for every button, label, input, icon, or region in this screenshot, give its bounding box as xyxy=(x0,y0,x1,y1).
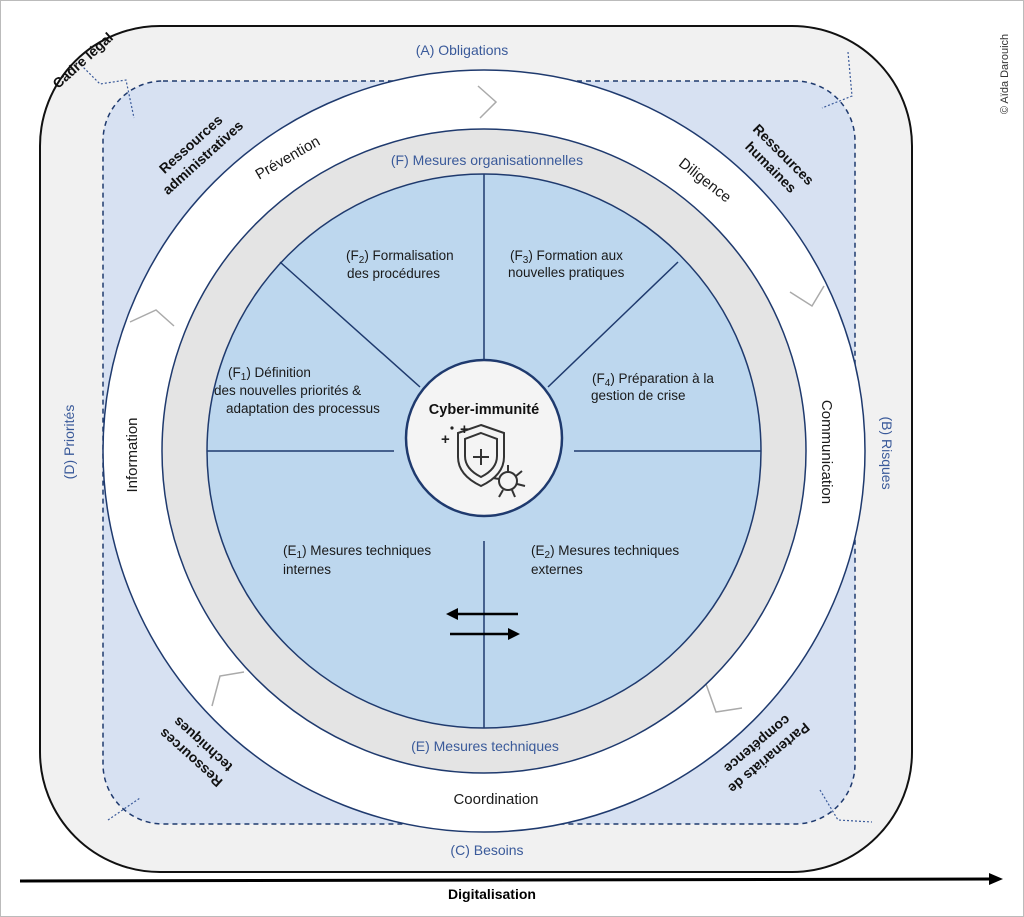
risks-label: (B) Risques xyxy=(879,416,895,489)
divider-top-left xyxy=(279,261,421,388)
sector-f3-line1: nouvelles pratiques xyxy=(508,265,625,280)
sector-e2: (E2) Mesures techniques externes xyxy=(531,543,679,577)
axis-label: Digitalisation xyxy=(448,886,536,902)
chevron-bottom-left xyxy=(211,671,245,707)
virus-spike xyxy=(511,489,516,498)
connector-bottom-left xyxy=(107,797,141,821)
virus-body xyxy=(498,471,518,491)
connector-top-right xyxy=(821,51,853,109)
ring-coordination: Coordination xyxy=(453,791,538,808)
sector-f4-title: (F4) Préparation à la xyxy=(592,371,714,389)
sector-f4-line1: gestion de crise xyxy=(591,388,686,403)
technical-measures-label: (E) Mesures techniques xyxy=(411,738,559,754)
sector-f3: (F3) Formation aux nouvelles pratiques xyxy=(508,248,625,280)
chevron-left xyxy=(129,309,175,327)
sector-e1-title: (E1) Mesures techniques xyxy=(283,543,431,561)
sector-f4: (F4) Préparation à la gestion de crise xyxy=(591,371,714,403)
shield-inner xyxy=(464,431,498,479)
center-circle xyxy=(404,358,564,518)
plus-glyph: + xyxy=(460,421,469,438)
digitalisation-axis xyxy=(19,873,1003,885)
virus-spike xyxy=(492,477,500,480)
arrow-left-head xyxy=(446,608,458,620)
priorities-label: (D) Priorités xyxy=(61,405,77,480)
sector-e2-title: (E2) Mesures techniques xyxy=(531,543,679,561)
exchange-arrows-icon xyxy=(446,608,520,640)
organisational-measures-label: (F) Mesures organisationnelles xyxy=(391,152,583,168)
sector-f2-title: (F2) Formalisation xyxy=(346,248,454,266)
sector-e1: (E1) Mesures techniques internes xyxy=(283,543,431,577)
virus-spike xyxy=(516,483,526,487)
center-title: Cyber-immunité xyxy=(429,402,539,418)
sector-f1-title: (F1) Définition xyxy=(228,365,311,383)
sector-f1-line1: des nouvelles priorités & xyxy=(214,383,361,398)
virus-spike xyxy=(515,470,523,477)
plus-glyph: + xyxy=(441,431,450,448)
axis-arrowhead xyxy=(989,873,1003,885)
sector-f3-title: (F3) Formation aux xyxy=(510,248,623,266)
shield-outline xyxy=(457,423,505,488)
chevron-top xyxy=(477,85,498,119)
sector-f1-line2: adaptation des processus xyxy=(226,401,380,416)
axis-line xyxy=(19,877,993,883)
copyright-notice: © Aïda Darouich xyxy=(999,34,1011,114)
chevron-right xyxy=(789,285,825,308)
divider-top-right xyxy=(547,261,679,388)
connector-top-left xyxy=(77,61,135,119)
chevron-bottom-right xyxy=(705,683,743,713)
sector-e1-line1: internes xyxy=(283,562,331,577)
ring-chevrons xyxy=(129,85,825,713)
virus-spike xyxy=(498,489,504,498)
sector-f2: (F2) Formalisation des procédures xyxy=(346,248,454,281)
sector-f2-line1: des procédures xyxy=(347,266,440,281)
ring-communication: Communication xyxy=(818,400,835,504)
needs-label: (C) Besoins xyxy=(450,842,523,858)
ring-information: Information xyxy=(124,417,141,492)
shield-virus-icon: + + xyxy=(441,421,526,498)
arrow-right-head xyxy=(508,628,520,640)
sector-e2-line1: externes xyxy=(531,562,583,577)
sector-f1: (F1) Définition des nouvelles priorités … xyxy=(214,365,380,416)
dot-glyph xyxy=(450,426,454,430)
obligations-label: (A) Obligations xyxy=(416,42,509,58)
connector-bottom-right xyxy=(819,789,873,823)
